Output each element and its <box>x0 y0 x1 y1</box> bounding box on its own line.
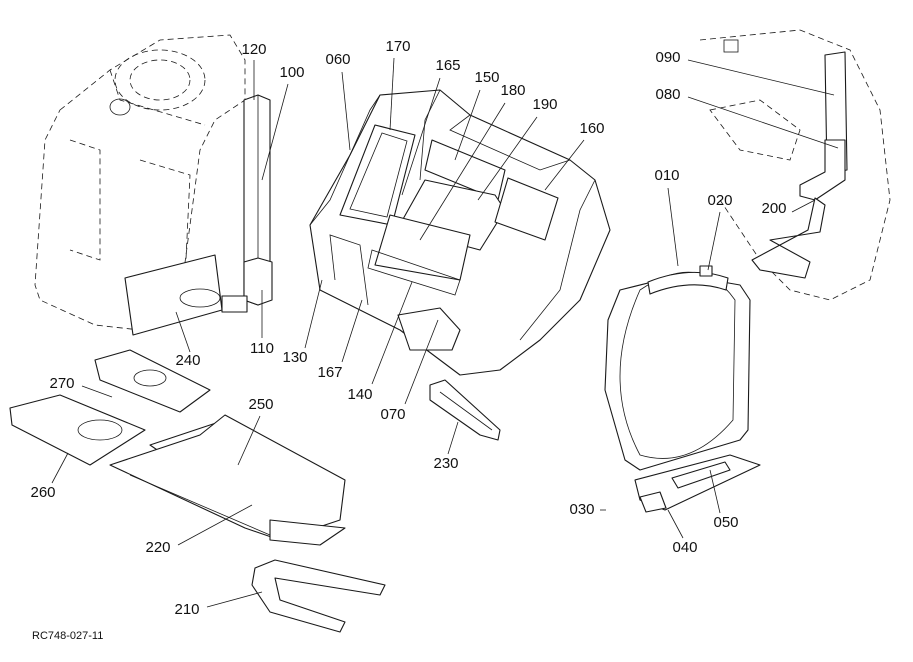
leader-line-250 <box>237 415 261 466</box>
callout-165: 165 <box>435 57 460 74</box>
callout-190: 190 <box>532 96 557 113</box>
callout-167: 167 <box>317 364 342 381</box>
callout-070: 070 <box>380 406 405 423</box>
callout-040: 040 <box>672 539 697 556</box>
part-160-panel <box>494 177 559 241</box>
part-020-lip <box>647 271 729 295</box>
leader-line-020 <box>707 211 721 271</box>
callout-240: 240 <box>175 352 200 369</box>
part-220-long-plate <box>109 414 346 541</box>
part-100-vertical-pillar <box>221 94 273 313</box>
callout-020: 020 <box>707 192 732 209</box>
leader-line-180 <box>419 102 506 241</box>
leader-line-080 <box>687 96 839 149</box>
drawing-reference-code: RC748-027-11 <box>32 630 103 642</box>
callout-150: 150 <box>474 69 499 86</box>
callout-160: 160 <box>579 120 604 137</box>
frame-outline-top-right <box>699 29 891 301</box>
callout-010: 010 <box>654 167 679 184</box>
leader-line-167 <box>341 299 363 363</box>
leader-line-200 <box>791 199 816 213</box>
callout-080: 080 <box>655 86 680 103</box>
callout-100: 100 <box>279 64 304 81</box>
part-010-fan-shroud <box>604 265 751 471</box>
leader-line-170 <box>389 57 395 131</box>
callout-170: 170 <box>385 38 410 55</box>
leader-line-160 <box>544 139 585 191</box>
part-200-l-bracket <box>751 197 826 279</box>
part-080-bracket <box>799 139 846 201</box>
callout-140: 140 <box>347 386 372 403</box>
leader-line-060 <box>341 71 351 151</box>
leader-line-050 <box>709 469 721 514</box>
leader-line-220 <box>177 504 253 546</box>
callout-260: 260 <box>30 484 55 501</box>
callout-250: 250 <box>248 396 273 413</box>
part-070-pocket <box>397 307 461 351</box>
part-270-plate <box>94 349 211 413</box>
callout-110: 110 <box>250 340 274 357</box>
leader-line-040 <box>667 509 684 539</box>
leader-line-130 <box>304 279 323 349</box>
leader-line-230 <box>447 421 459 455</box>
part-240-plate <box>124 254 223 336</box>
callout-060: 060 <box>325 51 350 68</box>
center-panel-assembly <box>309 89 611 441</box>
leader-line-260 <box>51 452 69 484</box>
leader-line-240 <box>175 311 191 353</box>
engine-housing-outline <box>34 34 246 331</box>
leader-line-010 <box>667 187 679 267</box>
callout-180: 180 <box>500 82 525 99</box>
callout-120: 120 <box>241 41 266 58</box>
callout-230: 230 <box>433 455 458 472</box>
part-220-side-strip <box>269 519 346 546</box>
leader-line-190 <box>477 116 538 201</box>
fan-base-parts <box>634 454 761 513</box>
callout-130: 130 <box>282 349 307 366</box>
callout-220: 220 <box>145 539 170 556</box>
callout-270: 270 <box>49 375 74 392</box>
leader-line-140 <box>371 281 413 385</box>
part-030-small-block <box>639 491 667 513</box>
callout-210: 210 <box>174 601 199 618</box>
callout-030: 030 <box>569 501 594 518</box>
callout-050: 050 <box>713 514 738 531</box>
callout-leaders <box>51 57 839 608</box>
part-260-plate <box>9 394 146 466</box>
part-210-strip <box>251 559 386 633</box>
leader-line-150 <box>454 89 481 161</box>
callout-090: 090 <box>655 49 680 66</box>
leader-line-165 <box>401 77 441 196</box>
part-050-block <box>671 461 731 489</box>
leader-line-090 <box>687 59 835 96</box>
part-140-frame <box>367 249 461 296</box>
leader-line-270 <box>81 385 113 398</box>
callout-200: 200 <box>761 200 786 217</box>
leader-line-210 <box>206 591 263 608</box>
leader-line-070 <box>404 319 439 405</box>
leader-line-100 <box>261 83 289 181</box>
